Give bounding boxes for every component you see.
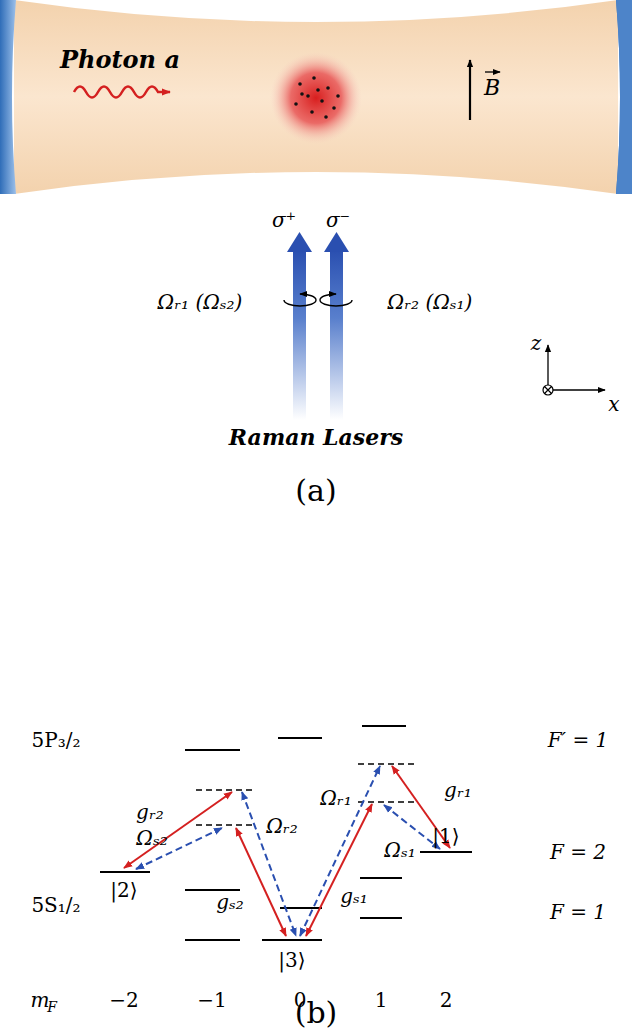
panel-label: (b) xyxy=(295,996,338,1029)
field-label: B xyxy=(484,76,500,100)
coupling-label: gₛ₂ xyxy=(216,891,244,913)
mf-value: 1 xyxy=(375,989,388,1011)
rabi-label: Ωᵣ₁ xyxy=(320,787,352,809)
rabi-label: Ωᵣ₂ (Ωₛ₁) xyxy=(388,291,473,313)
laser-label: Raman Lasers xyxy=(229,425,403,449)
rabi-label: Ωᵣ₂ xyxy=(266,815,298,837)
photon-label: Photon a xyxy=(60,47,180,73)
rabi-label: Ωₛ₂ xyxy=(136,827,167,849)
level-label: 5P₃/₂ xyxy=(32,729,81,751)
mf-subscript: F xyxy=(47,1000,57,1015)
polarisation-label: σ⁻ xyxy=(326,209,350,231)
coupling-label: gᵣ₁ xyxy=(444,779,472,801)
axis-label: x xyxy=(608,393,619,415)
hyperfine-label: F = 2 xyxy=(550,841,606,863)
mf-label: m xyxy=(31,989,50,1011)
hyperfine-label: F′ = 1 xyxy=(548,729,609,751)
coupling-label: gₛ₁ xyxy=(340,885,368,907)
state-label: |1⟩ xyxy=(432,825,459,847)
rabi-label: Ωₛ₁ xyxy=(384,839,415,861)
level-label: 5S₁/₂ xyxy=(31,894,80,916)
coupling-label: gᵣ₂ xyxy=(136,801,164,823)
panel-label: (a) xyxy=(295,474,336,507)
mf-value: 2 xyxy=(440,989,453,1011)
hyperfine-label: F = 1 xyxy=(550,901,606,923)
state-label: |2⟩ xyxy=(110,879,137,901)
mf-value: −1 xyxy=(197,989,226,1011)
state-label: |3⟩ xyxy=(278,949,305,971)
polarisation-label: σ⁺ xyxy=(272,209,296,231)
axis-label: z xyxy=(531,332,542,354)
rabi-label: Ωᵣ₁ (Ωₛ₂) xyxy=(158,291,243,313)
mf-value: −2 xyxy=(109,989,138,1011)
